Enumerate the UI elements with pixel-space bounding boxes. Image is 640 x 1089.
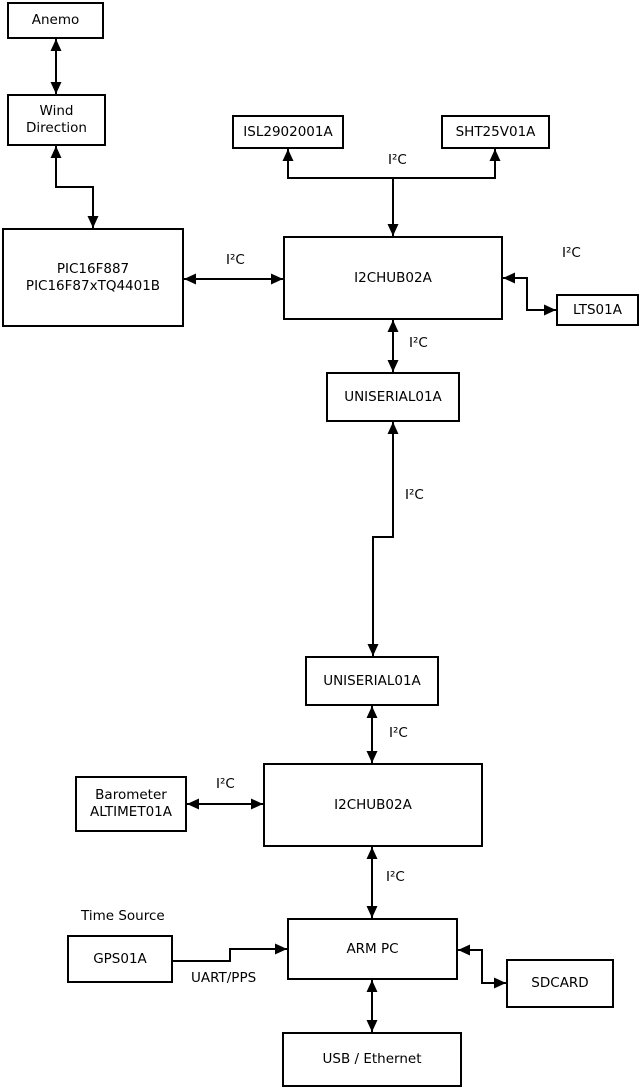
node-gps01a: GPS01A [67,935,173,983]
edge-uniserial1-uniserial2 [367,422,399,656]
node-arm-pc: ARM PC [287,918,458,980]
edge-label-i2c-hub1-lts: I²C [562,245,581,261]
node-i2chub02a-1-label: I2CHUB02A [354,269,432,286]
node-pic16f887: PIC16F887 PIC16F87xTQ4401B [2,228,184,327]
node-wind-direction-label: Wind Direction [26,103,87,136]
node-usb-ethernet: USB / Ethernet [282,1032,462,1087]
edge-label-i2c-hub1-uni1: I²C [409,335,428,351]
node-uniserial01a-2: UNISERIAL01A [305,656,439,706]
edge-sensor-bus [282,149,501,179]
edge-label-i2c-baro-hub2: I²C [216,776,235,792]
node-gps01a-label: GPS01A [93,950,147,967]
node-i2chub02a-1: I2CHUB02A [283,236,503,320]
node-i2chub02a-2-label: I2CHUB02A [334,796,412,813]
node-lts01a-label: LTS01A [573,301,622,318]
node-sht25v01a: SHT25V01A [441,115,550,149]
node-i2chub02a-2: I2CHUB02A [263,763,483,847]
edge-label-i2c-uni2-hub2: I²C [389,725,408,741]
edge-label-i2c-uni1-uni2: I²C [405,487,424,503]
edge-label-i2c-hub2-arm: I²C [386,869,405,885]
node-usb-ethernet-label: USB / Ethernet [322,1051,422,1068]
node-arm-pc-label: ARM PC [346,940,399,957]
node-uniserial01a-1: UNISERIAL01A [326,372,460,422]
edge-label-i2c-pic-hub1: I²C [226,252,245,268]
node-pic16f887-label: PIC16F887 PIC16F87xTQ4401B [25,260,161,294]
edge-label-time-source: Time Source [81,908,165,924]
edge-gps-armpc [173,943,287,962]
node-anemo-label: Anemo [31,12,80,29]
node-uniserial01a-1-label: UNISERIAL01A [344,388,442,405]
node-sdcard-label: SDCARD [531,975,589,992]
node-uniserial01a-2-label: UNISERIAL01A [323,672,421,689]
node-isl2902001a: ISL2902001A [232,115,344,149]
node-sht25v01a-label: SHT25V01A [455,123,536,140]
edge-label-i2c-sensor-bus: I²C [388,152,407,168]
edge-i2chub1-lts [503,272,556,316]
node-sdcard: SDCARD [506,959,614,1008]
edge-label-uart-pps: UART/PPS [191,970,257,986]
node-barometer-altimet01a-label: Barometer ALTIMET01A [90,787,172,820]
node-isl2902001a-label: ISL2902001A [243,123,333,140]
edge-wind-pic [50,146,99,228]
node-wind-direction: Wind Direction [7,94,106,146]
node-anemo: Anemo [7,2,104,39]
node-lts01a: LTS01A [556,294,639,326]
node-barometer-altimet01a: Barometer ALTIMET01A [75,776,187,832]
edge-armpc-sdcard [458,944,506,989]
